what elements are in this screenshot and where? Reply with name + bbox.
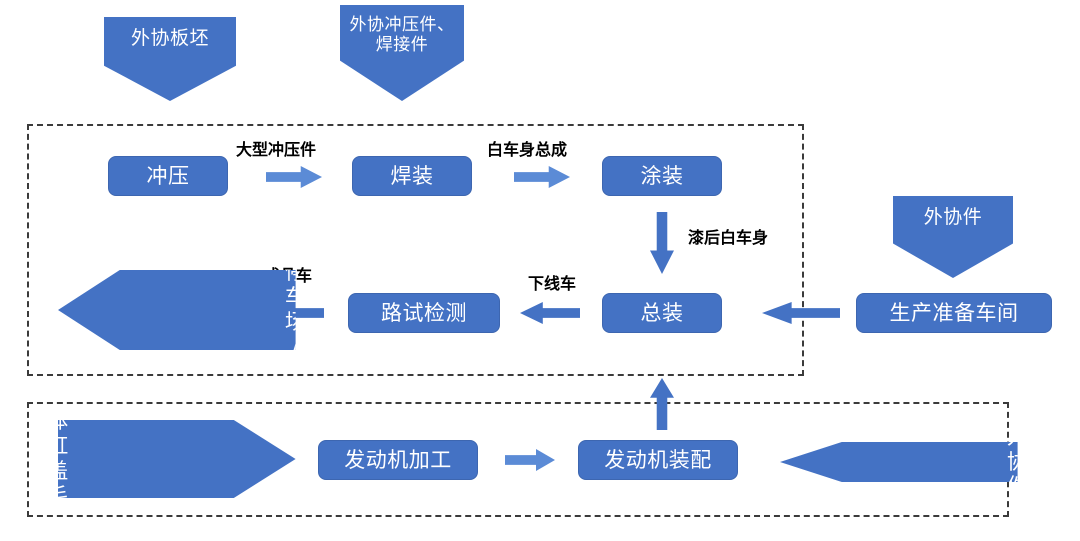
caption-offline-vehicle: 下线车 xyxy=(528,274,577,293)
node-engine-assembly[interactable]: 发动机装配 xyxy=(578,440,738,480)
input-outsourced-label: 外协件 xyxy=(923,206,983,228)
node-prep-workshop-label: 生产准备车间 xyxy=(889,300,1019,325)
node-painting[interactable]: 涂装 xyxy=(602,156,722,196)
node-road-test-label: 路试检测 xyxy=(381,300,467,325)
node-road-test[interactable]: 路试检测 xyxy=(348,293,500,333)
caption-painted-body: 漆后白车身 xyxy=(688,228,769,247)
node-prep-workshop[interactable]: 生产准备车间 xyxy=(856,293,1052,333)
input-outsourced[interactable]: 外协件 xyxy=(893,196,1013,278)
node-stamping-label: 冲压 xyxy=(146,163,190,188)
zone-vehicle-plant xyxy=(27,124,804,376)
input-block-head-blank-label: 缸体缸盖毛 坯 xyxy=(47,384,69,533)
node-engine-machining[interactable]: 发动机加工 xyxy=(318,440,478,480)
caption-body-in-white: 白车身总成 xyxy=(487,140,568,159)
node-engine-machining-label: 发动机加工 xyxy=(344,447,452,472)
input-stamp-weld[interactable]: 外协冲压件、 焊接件 xyxy=(340,5,464,101)
input-outsourced-engine-label: 外协件 xyxy=(1006,424,1029,499)
node-engine-assembly-label: 发动机装配 xyxy=(604,447,712,472)
input-stamp-weld-label: 外协冲压件、 焊接件 xyxy=(349,15,455,56)
node-painting-label: 涂装 xyxy=(640,163,684,188)
input-slab[interactable]: 外协板坯 xyxy=(104,17,236,101)
output-finished-lot-label: 成品停车场 /发运 xyxy=(284,210,307,409)
node-final-assembly[interactable]: 总装 xyxy=(602,293,722,333)
node-welding-label: 焊装 xyxy=(390,163,434,188)
node-stamping[interactable]: 冲压 xyxy=(108,156,228,196)
caption-large-stampings: 大型冲压件 xyxy=(236,140,317,159)
node-welding[interactable]: 焊装 xyxy=(352,156,472,196)
node-final-assembly-label: 总装 xyxy=(640,300,684,325)
input-slab-label: 外协板坯 xyxy=(130,27,209,49)
